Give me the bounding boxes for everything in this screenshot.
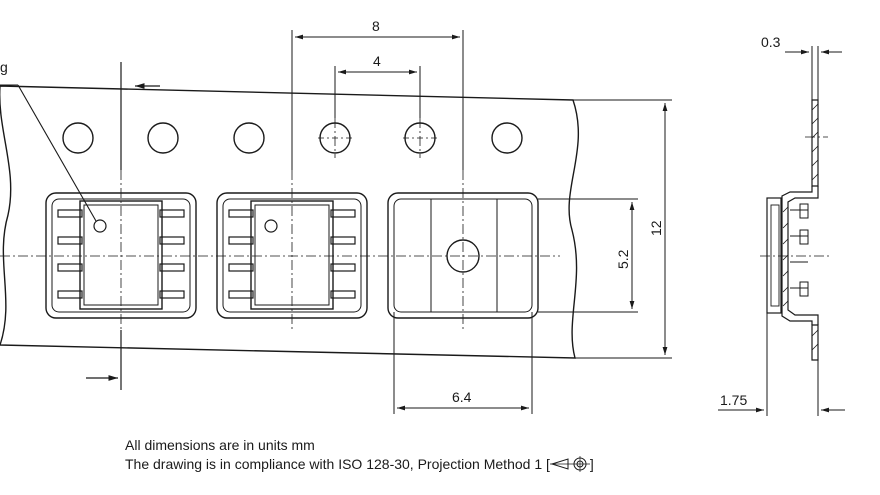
dim-tape-width-label: 12 xyxy=(648,220,664,236)
section-line xyxy=(86,62,160,390)
pin1-mark xyxy=(93,219,107,233)
dim-pitch-label: 8 xyxy=(372,18,380,34)
dimension-pocket-height xyxy=(538,198,638,313)
dimension-tape-thickness xyxy=(785,46,842,100)
dimension-pocket-width xyxy=(393,312,533,414)
compliance-note: The drawing is in compliance with ISO 12… xyxy=(125,456,594,472)
pin1-label: g xyxy=(0,59,8,75)
sprocket-hole xyxy=(147,122,179,154)
dim-tape-thickness-label: 0.3 xyxy=(761,34,781,50)
compliance-note-text: The drawing is in compliance with ISO 12… xyxy=(125,456,550,472)
dimension-tape-width xyxy=(573,99,672,359)
dim-hole-pitch-label: 4 xyxy=(373,53,381,69)
carrier-tape-outline xyxy=(0,85,580,359)
dimension-pitch xyxy=(291,30,464,170)
dimension-hole-pitch xyxy=(334,66,421,118)
side-section-view xyxy=(766,99,819,361)
dim-pocket-height-label: 5.2 xyxy=(615,249,631,269)
sprocket-hole xyxy=(62,122,94,154)
pin1-leader xyxy=(0,84,97,222)
pin1-mark xyxy=(264,219,278,233)
sprocket-hole xyxy=(233,122,265,154)
first-angle-projection-icon xyxy=(549,456,590,472)
dim-pocket-depth-label: 1.75 xyxy=(720,392,747,408)
dimension-pocket-depth xyxy=(718,313,845,416)
center-lines xyxy=(0,118,560,330)
compliance-note-close: ] xyxy=(589,456,594,472)
dim-pocket-width-label: 6.4 xyxy=(452,389,472,405)
sprocket-hole xyxy=(491,122,523,154)
units-note: All dimensions are in units mm xyxy=(125,437,315,453)
